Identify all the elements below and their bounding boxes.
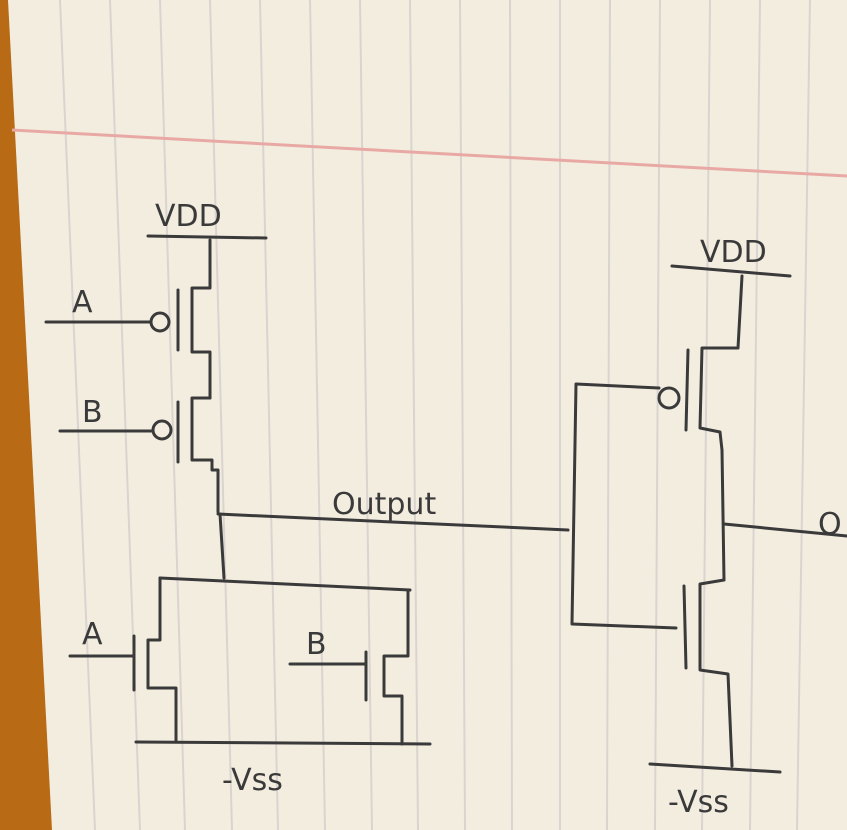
vdd-label-left: VDD	[155, 199, 222, 234]
inverter-pmos-channel	[698, 274, 744, 452]
vdd-rail-left	[146, 234, 268, 240]
input-b-top-label: B	[82, 395, 103, 430]
inverter-output-wire	[722, 522, 847, 538]
nmos-a-channel	[146, 576, 178, 744]
inverter-nmos-gate	[682, 584, 688, 670]
inverter-input-wire	[570, 382, 678, 630]
inverter-pmos-bubble	[657, 386, 681, 410]
input-a-top-label: A	[72, 285, 93, 320]
output-wire	[216, 512, 570, 532]
vss-rail-left	[134, 740, 432, 746]
paper-rule-lines	[59, 0, 811, 830]
inverter-mid-node	[720, 448, 726, 582]
paper-sheet	[8, 0, 847, 830]
vss-rail-right	[648, 762, 782, 774]
nor-gate-circuit: VDD A B Output A B -Vss	[44, 199, 570, 798]
output-node-down	[218, 512, 226, 580]
nmos-b-channel	[382, 588, 410, 746]
margin-line	[11, 128, 847, 178]
pmos-b-channel	[190, 396, 220, 514]
input-a-bottom-label: A	[82, 617, 103, 652]
vdd-label-right: VDD	[700, 235, 767, 270]
inverter-circuit: VDD O -Vss	[570, 235, 847, 820]
inverter-pmos-gate	[684, 348, 690, 432]
vss-label-right: -Vss	[668, 785, 729, 820]
nmos-top-bus	[158, 576, 412, 592]
inverter-output-label: O	[818, 507, 842, 542]
inverter-nmos-channel	[698, 578, 734, 768]
input-b-bottom-label: B	[306, 627, 327, 662]
output-label: Output	[332, 487, 436, 522]
vdd-rail-right	[670, 264, 792, 278]
pmos-a-channel	[190, 238, 212, 400]
vss-label-left: -Vss	[222, 763, 283, 798]
